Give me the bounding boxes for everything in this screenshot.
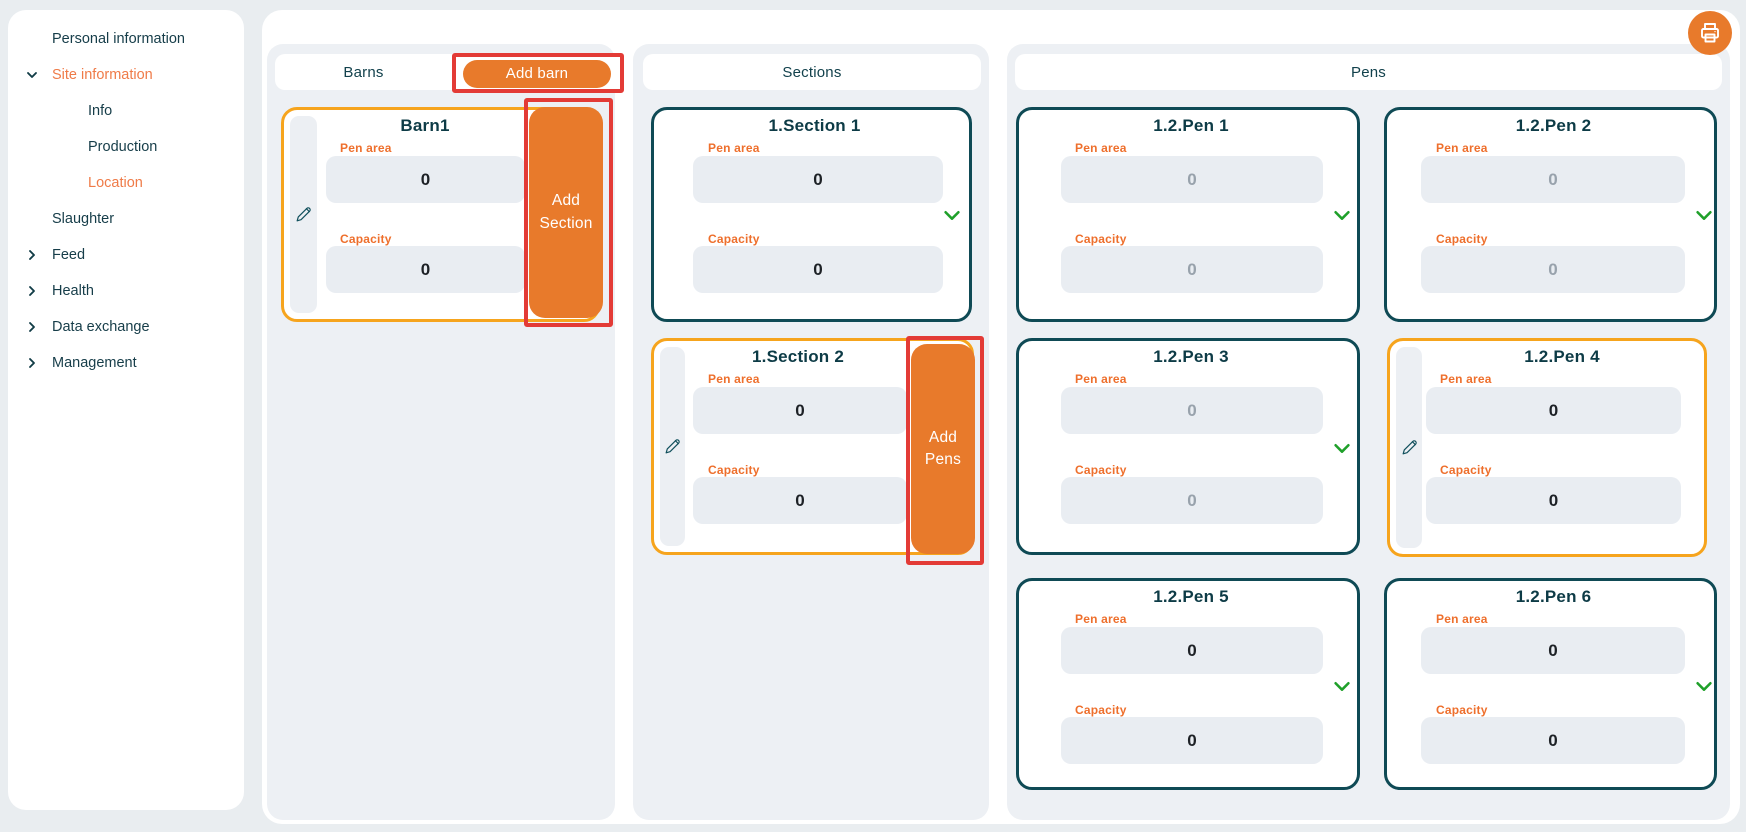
sidebar-item-data-exchange[interactable]: Data exchange (8, 309, 244, 345)
capacity-label: Capacity (1436, 232, 1488, 246)
pen-area-label: Pen area (1075, 141, 1127, 155)
print-button[interactable] (1688, 11, 1732, 55)
card-title: 1.2.Pen 3 (1153, 347, 1229, 366)
pens-header-title: Pens (1351, 63, 1386, 81)
card-title: 1.Section 2 (752, 347, 844, 366)
card-side-strip (1396, 347, 1422, 548)
pen-card[interactable]: 1.2.Pen 5 Pen area 0 Capacity 0 (1016, 578, 1360, 790)
pen-area-label: Pen area (708, 372, 760, 386)
barns-header-title: Barns (343, 63, 384, 81)
capacity-label: Capacity (1075, 703, 1127, 717)
pen-card[interactable]: 1.2.Pen 3 Pen area 0 Capacity 0 (1016, 338, 1360, 555)
sidebar-item-management[interactable]: Management (8, 345, 244, 381)
chevron-down-icon[interactable] (1331, 675, 1353, 697)
chevron-down-icon[interactable] (1331, 204, 1353, 226)
card-title: 1.2.Pen 4 (1524, 347, 1600, 366)
capacity-input[interactable]: 0 (1061, 246, 1323, 293)
printer-icon (1701, 23, 1719, 43)
chevron-right-icon (29, 322, 35, 332)
capacity-input[interactable]: 0 (693, 246, 943, 293)
capacity-label: Capacity (1075, 232, 1127, 246)
sidebar-item-production[interactable]: Production (88, 139, 158, 155)
capacity-label: Capacity (708, 232, 760, 246)
card-title: 1.2.Pen 6 (1515, 587, 1592, 606)
pen-area-label: Pen area (708, 141, 760, 155)
pen-area-label: Pen area (1436, 141, 1488, 155)
capacity-input[interactable]: 0 (1061, 477, 1323, 524)
add-pens-button[interactable]: Add Pens (911, 344, 975, 554)
chevron-right-icon (29, 358, 35, 368)
pen-area-input[interactable]: 0 (326, 156, 525, 203)
pen-area-input[interactable]: 0 (1421, 627, 1685, 674)
chevron-down-icon[interactable] (1693, 204, 1715, 226)
card-title: 1.2.Pen 1 (1153, 116, 1229, 135)
sidebar-item-slaughter[interactable]: Slaughter (52, 211, 115, 227)
sidebar: Personal information Site information In… (8, 10, 244, 810)
sidebar-item-health[interactable]: Health (8, 273, 244, 309)
sidebar-item-info[interactable]: Info (88, 103, 113, 119)
sidebar-item-personal-information[interactable]: Personal information (52, 31, 185, 47)
capacity-label: Capacity (1075, 463, 1127, 477)
sections-header-title: Sections (782, 63, 842, 81)
add-barn-button[interactable]: Add barn (463, 60, 611, 88)
card-side-strip (660, 347, 685, 546)
capacity-input[interactable]: 0 (1421, 717, 1685, 764)
edit-pencil-icon[interactable] (663, 437, 682, 456)
edit-pencil-icon[interactable] (294, 205, 313, 224)
capacity-input[interactable]: 0 (326, 246, 525, 293)
pen-area-input[interactable]: 0 (693, 387, 907, 434)
pen-area-label: Pen area (1436, 612, 1488, 626)
edit-pencil-icon[interactable] (1400, 438, 1419, 457)
pen-card[interactable]: 1.2.Pen 2 Pen area 0 Capacity 0 (1384, 107, 1717, 322)
capacity-label: Capacity (708, 463, 760, 477)
capacity-input[interactable]: 0 (693, 477, 907, 524)
sidebar-item-feed[interactable]: Feed (8, 237, 244, 273)
card-title: 1.2.Pen 2 (1515, 116, 1592, 135)
pen-area-input[interactable]: 0 (1426, 387, 1681, 434)
pen-area-input[interactable]: 0 (1421, 156, 1685, 203)
pen-area-label: Pen area (1440, 372, 1492, 386)
pen-area-label: Pen area (1075, 612, 1127, 626)
capacity-input[interactable]: 0 (1426, 477, 1681, 524)
sections-header-bar (643, 54, 981, 90)
card-title: Barn1 (400, 116, 450, 135)
chevron-down-icon[interactable] (941, 204, 963, 226)
card-title: 1.2.Pen 5 (1153, 587, 1229, 606)
chevron-right-icon (29, 286, 35, 296)
chevron-down-icon (27, 72, 37, 78)
capacity-input[interactable]: 0 (1421, 246, 1685, 293)
pen-card[interactable]: 1.2.Pen 1 Pen area 0 Capacity 0 (1016, 107, 1360, 322)
pen-area-input[interactable]: 0 (1061, 387, 1323, 434)
card-title: 1.Section 1 (768, 116, 861, 135)
sidebar-item-site-information[interactable]: Site information (8, 57, 244, 93)
pen-area-label: Pen area (1075, 372, 1127, 386)
chevron-down-icon[interactable] (1693, 675, 1715, 697)
capacity-label: Capacity (340, 232, 392, 246)
chevron-right-icon (29, 250, 35, 260)
chevron-down-icon[interactable] (1331, 437, 1353, 459)
section-card[interactable]: 1.Section 1 Pen area 0 Capacity 0 (651, 107, 972, 322)
pen-area-input[interactable]: 0 (1061, 156, 1323, 203)
pen-card[interactable]: 1.2.Pen 4 Pen area 0 Capacity 0 (1387, 338, 1707, 557)
capacity-label: Capacity (1436, 703, 1488, 717)
capacity-label: Capacity (1440, 463, 1492, 477)
pen-area-label: Pen area (340, 141, 392, 155)
pen-area-input[interactable]: 0 (1061, 627, 1323, 674)
card-side-strip (290, 116, 317, 313)
pen-card[interactable]: 1.2.Pen 6 Pen area 0 Capacity 0 (1384, 578, 1717, 790)
pens-header-bar (1015, 54, 1722, 90)
pen-area-input[interactable]: 0 (693, 156, 943, 203)
sidebar-item-location[interactable]: Location (88, 175, 143, 191)
capacity-input[interactable]: 0 (1061, 717, 1323, 764)
add-section-button[interactable]: Add Section (529, 107, 603, 318)
